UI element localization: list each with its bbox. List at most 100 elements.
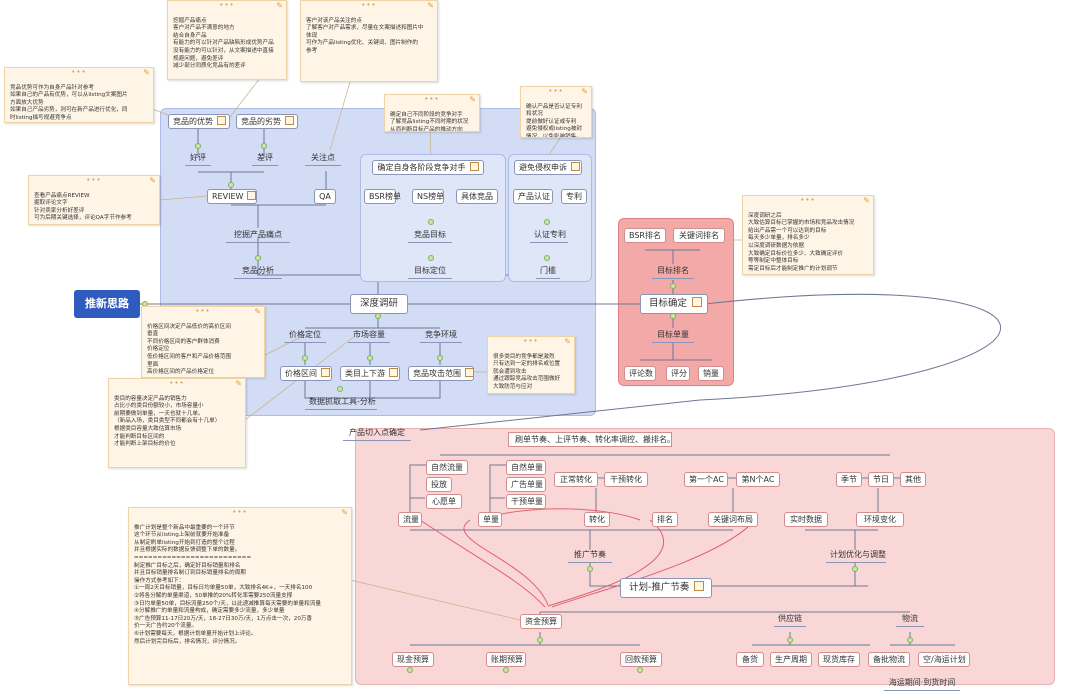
production-cycle[interactable]: 生产周期 bbox=[770, 652, 812, 667]
connector-dot bbox=[255, 255, 261, 261]
note-text: 价格区间决定产品低价的高价区间 垂直 不同价格区间的客户群体消费 价格定位 低价… bbox=[147, 323, 231, 376]
note-dots: ••• bbox=[361, 1, 377, 9]
traffic[interactable]: 流量 bbox=[398, 512, 422, 527]
other[interactable]: 其他 bbox=[900, 472, 926, 487]
good-review[interactable]: 好评 bbox=[185, 151, 211, 166]
selling-points[interactable]: 挖掘产品痛点 bbox=[226, 228, 290, 243]
pin-icon: ✎ bbox=[254, 307, 261, 316]
note-certification: •••✎确认产品是否认证专利 和状况 提前做好认证或专利 避免侵权或listin… bbox=[520, 86, 592, 138]
advertising[interactable]: 投放 bbox=[426, 477, 452, 492]
connector-dot bbox=[428, 219, 434, 225]
position-header[interactable]: 确定自身各阶段竞争对手 bbox=[372, 160, 484, 175]
specific-competitor[interactable]: 具体竞品 bbox=[456, 189, 498, 204]
pin-icon: ✎ bbox=[143, 68, 150, 77]
focus-point[interactable]: 关注点 bbox=[305, 151, 341, 166]
environment-change[interactable]: 环境变化 bbox=[856, 512, 904, 527]
bsr-list[interactable]: BSR榜单 bbox=[364, 189, 401, 204]
target-rank[interactable]: 目标排名 bbox=[652, 264, 694, 279]
root-node[interactable]: 推新思路 bbox=[74, 290, 140, 318]
pin-icon: ✎ bbox=[341, 508, 348, 517]
lead-time-stock[interactable]: 现货库存 bbox=[818, 652, 860, 667]
plan-adjust[interactable]: 计划优化与调整 bbox=[826, 548, 886, 563]
connector-dot bbox=[537, 637, 543, 643]
natural-traffic[interactable]: 自然流量 bbox=[426, 460, 468, 475]
connector-dot bbox=[261, 143, 267, 149]
data-tools[interactable]: 数据抓取工具-分析 bbox=[305, 395, 377, 410]
stock-up[interactable]: 备货 bbox=[736, 652, 764, 667]
capital-budget[interactable]: 资金预算 bbox=[520, 614, 562, 629]
batch-logistics[interactable]: 备批物流 bbox=[868, 652, 910, 667]
category-chain[interactable]: 类目上下游 bbox=[340, 366, 400, 381]
note-dots: ••• bbox=[424, 95, 440, 103]
market-capacity[interactable]: 市场容量 bbox=[348, 328, 390, 343]
note-text: 确定自己不同阶段的竞争对手 了解竞品listing不同时期的状况 从而判断目标产… bbox=[390, 111, 469, 132]
promo-rhythm[interactable]: 推广节奏 bbox=[568, 548, 612, 563]
risk-header[interactable]: 避免侵权申诉 bbox=[514, 160, 582, 175]
note-price-range: •••✎价格区间决定产品低价的高价区间 垂直 不同价格区间的客户群体消费 价格定… bbox=[141, 306, 265, 378]
target-positioning[interactable]: 目标定位 bbox=[408, 264, 452, 279]
orders[interactable]: 单量 bbox=[478, 512, 502, 527]
product-cert[interactable]: 产品认证 bbox=[513, 189, 553, 204]
note-market-capacity: •••✎类目的容量决定产品的销售力 占比小的类目份额较小，市场容量小 前期要做到… bbox=[108, 378, 246, 468]
connector-dot bbox=[907, 637, 913, 643]
qa-node[interactable]: QA bbox=[314, 189, 336, 204]
air-sea-plan[interactable]: 空/海运计划 bbox=[918, 652, 970, 667]
connector-dot bbox=[544, 219, 550, 225]
note-text: 查看产品痛点REVIEW 掘取评论文字 针对卖家分析好差评 可为后期关键选择，评… bbox=[34, 192, 132, 222]
pin-icon: ✎ bbox=[469, 95, 476, 104]
season[interactable]: 季节 bbox=[836, 472, 862, 487]
patent[interactable]: 专利 bbox=[561, 189, 587, 204]
competition-environment[interactable]: 竞争环境 bbox=[420, 328, 462, 343]
pin-icon: ✎ bbox=[149, 176, 156, 185]
competitor-strengths[interactable]: 竞品的优势 bbox=[168, 114, 230, 129]
competitor-target[interactable]: 竞品目标 bbox=[408, 228, 452, 243]
refund-budget[interactable]: 回款预算 bbox=[620, 652, 662, 667]
supply-chain[interactable]: 供应链 bbox=[774, 612, 806, 627]
review-node[interactable]: REVIEW bbox=[207, 189, 257, 204]
note-dots: ••• bbox=[219, 1, 235, 9]
price-positioning[interactable]: 价格定位 bbox=[284, 328, 326, 343]
bottom-partial-node[interactable]: 海运期间·到货时间 bbox=[884, 676, 960, 691]
attack-range[interactable]: 竞品攻击范围 bbox=[408, 366, 474, 381]
note-dots: ••• bbox=[548, 87, 564, 95]
account-budget[interactable]: 账期预算 bbox=[486, 652, 526, 667]
first-ac[interactable]: 第一个AC bbox=[684, 472, 728, 487]
cert-patent[interactable]: 认证专利 bbox=[530, 228, 568, 243]
ranking[interactable]: 排名 bbox=[652, 512, 678, 527]
connector-dot bbox=[787, 637, 793, 643]
intervene-orders[interactable]: 干预单量 bbox=[506, 494, 546, 509]
keyword-rank[interactable]: 关键词排名 bbox=[673, 228, 725, 243]
review-count[interactable]: 评论数 bbox=[624, 366, 656, 381]
bad-review[interactable]: 差评 bbox=[252, 151, 278, 166]
branch-product-entry[interactable]: 产品切入点确定 bbox=[343, 426, 411, 441]
threshold[interactable]: 门槛 bbox=[536, 264, 560, 279]
rating[interactable]: 评分 bbox=[666, 366, 690, 381]
connector-dot bbox=[637, 667, 643, 673]
ns-list[interactable]: NS榜单 bbox=[412, 189, 444, 204]
organic-orders[interactable]: 自然单量 bbox=[506, 460, 546, 475]
sales-volume[interactable]: 销量 bbox=[698, 366, 724, 381]
cash-budget[interactable]: 现金预算 bbox=[392, 652, 434, 667]
ad-orders[interactable]: 广告单量 bbox=[506, 477, 546, 492]
nth-ac[interactable]: 第N个AC bbox=[736, 472, 780, 487]
normal-conversion[interactable]: 正常转化 bbox=[554, 472, 598, 487]
branch-research[interactable]: 深度调研 bbox=[350, 294, 408, 314]
note-text: 深度调研之后 大致估算目标已掌握的市场和竞品攻击情况 给出产品需一个可以达到的目… bbox=[748, 212, 855, 272]
wish-list[interactable]: 心愿单 bbox=[426, 494, 462, 509]
keyword-layout[interactable]: 关键词布局 bbox=[708, 512, 758, 527]
branch-plan[interactable]: 计划-推广节奏 bbox=[620, 578, 712, 598]
holiday[interactable]: 节日 bbox=[868, 472, 894, 487]
price-range[interactable]: 价格区间 bbox=[280, 366, 332, 381]
logistics[interactable]: 物流 bbox=[896, 612, 924, 627]
conversion[interactable]: 转化 bbox=[584, 512, 610, 527]
note-pain-points: •••✎挖掘产品痛点 客户对产品不满意的地方 结合自身产品 有能力的可以针对产品… bbox=[167, 0, 287, 80]
intervene-conversion[interactable]: 干预转化 bbox=[604, 472, 648, 487]
competitor-analysis[interactable]: 竞品分析 bbox=[234, 264, 282, 279]
competitor-weaknesses[interactable]: 竞品的劣势 bbox=[236, 114, 298, 129]
position-region bbox=[360, 154, 506, 282]
bsr-rank[interactable]: BSR排名 bbox=[624, 228, 666, 243]
target-orders[interactable]: 目标单量 bbox=[652, 328, 694, 343]
plan-header-text: 刷单节奏、上评节奏、转化率调控、搬排名。 bbox=[508, 432, 675, 447]
branch-goal[interactable]: 目标确定 bbox=[640, 294, 708, 314]
realtime-data[interactable]: 实时数据 bbox=[784, 512, 828, 527]
